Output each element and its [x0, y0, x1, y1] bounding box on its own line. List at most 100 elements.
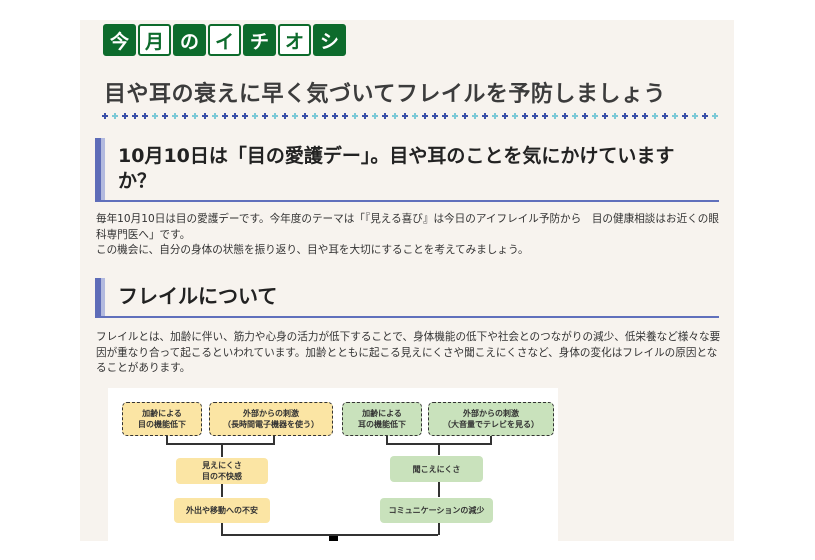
connector-line [490, 436, 492, 443]
plus-icon [162, 113, 168, 119]
plus-icon [522, 113, 528, 119]
plus-icon [702, 113, 708, 119]
plus-icon [292, 113, 298, 119]
plus-icon [612, 113, 618, 119]
plus-icon [322, 113, 328, 119]
frailty-flow-diagram: 加齢による 目の機能低下 外部からの刺激 （長時間電子機器を使う） 見えにくさ … [108, 388, 558, 541]
plus-icon [132, 113, 138, 119]
connector-line [221, 534, 438, 536]
plus-icon [332, 113, 338, 119]
plus-icon [462, 113, 468, 119]
article-page: 今 月 の イ チ オ シ 目や耳の衰えに早く気づいてフレイルを予防しましょう … [80, 20, 734, 541]
banner-char: 月 [138, 24, 171, 56]
plus-icon [572, 113, 578, 119]
ear-effect-communication-box: コミュニケーションの減少 [380, 498, 493, 523]
plus-icon [122, 113, 128, 119]
plus-icon [562, 113, 568, 119]
plus-icon [152, 113, 158, 119]
plus-icon [542, 113, 548, 119]
plus-icon [412, 113, 418, 119]
plus-icon [622, 113, 628, 119]
plus-icon [642, 113, 648, 119]
plus-icon [262, 113, 268, 119]
plus-icon [372, 113, 378, 119]
plus-icon [342, 113, 348, 119]
plus-icon [502, 113, 508, 119]
plus-icon [592, 113, 598, 119]
plus-icon [212, 113, 218, 119]
plus-icon [692, 113, 698, 119]
plus-icon [352, 113, 358, 119]
section-heading-eye-care-day: 10月10日は「目の愛護デー」。目や耳のことを気にかけていますか？ [95, 138, 719, 202]
plus-icon [422, 113, 428, 119]
page-title: 目や耳の衰えに早く気づいてフレイルを予防しましょう [104, 82, 666, 107]
ear-cause-external-box: 外部からの刺激 （大音量でテレビを見る） [428, 402, 554, 436]
plus-icon [312, 113, 318, 119]
plus-icon [482, 113, 488, 119]
section-heading-frailty: フレイルについて [95, 278, 719, 318]
plus-icon [172, 113, 178, 119]
plus-icon [662, 113, 668, 119]
connector-line [386, 436, 388, 443]
plus-icon [602, 113, 608, 119]
plus-icon [442, 113, 448, 119]
plus-icon [282, 113, 288, 119]
eye-cause-external-box: 外部からの刺激 （長時間電子機器を使う） [209, 402, 333, 436]
connector-line [166, 436, 168, 443]
plus-icon [142, 113, 148, 119]
decorative-divider [102, 113, 718, 119]
arrow-down-icon [221, 445, 223, 457]
ear-effect-difficulty-box: 聞こえにくさ [390, 456, 483, 482]
monthly-pick-banner: 今 月 の イ チ オ シ [103, 24, 346, 56]
banner-char: 今 [103, 24, 136, 56]
connector-line [166, 443, 275, 445]
banner-char: イ [208, 24, 241, 56]
plus-icon [712, 113, 718, 119]
plus-icon [272, 113, 278, 119]
connector-junction [329, 536, 338, 541]
plus-icon [112, 113, 118, 119]
ear-cause-aging-box: 加齢による 耳の機能低下 [342, 402, 422, 436]
plus-icon [582, 113, 588, 119]
plus-icon [222, 113, 228, 119]
plus-icon [402, 113, 408, 119]
plus-icon [202, 113, 208, 119]
eye-effect-difficulty-box: 見えにくさ 目の不快感 [176, 458, 268, 484]
plus-icon [252, 113, 258, 119]
plus-icon [232, 113, 238, 119]
banner-char: の [173, 24, 206, 56]
plus-icon [452, 113, 458, 119]
eye-effect-anxiety-box: 外出や移動への不安 [174, 498, 270, 523]
connector-line [221, 523, 223, 534]
banner-char: オ [278, 24, 311, 56]
plus-icon [392, 113, 398, 119]
eye-cause-aging-box: 加齢による 目の機能低下 [122, 402, 202, 436]
plus-icon [652, 113, 658, 119]
arrow-down-icon [221, 484, 223, 497]
plus-icon [632, 113, 638, 119]
section-body-frailty: フレイルとは、加齢に伴い、筋力や心身の活力が低下することで、身体機能の低下や社会… [96, 331, 721, 374]
plus-icon [682, 113, 688, 119]
plus-icon [302, 113, 308, 119]
plus-icon [192, 113, 198, 119]
plus-icon [102, 113, 108, 119]
plus-icon [472, 113, 478, 119]
plus-icon [532, 113, 538, 119]
arrow-down-icon [438, 445, 440, 455]
plus-icon [492, 113, 498, 119]
arrow-down-icon [438, 482, 440, 497]
plus-icon [242, 113, 248, 119]
plus-icon [512, 113, 518, 119]
connector-line [386, 443, 492, 445]
plus-icon [432, 113, 438, 119]
plus-icon [552, 113, 558, 119]
plus-icon [672, 113, 678, 119]
section-body-eye-care-day: 毎年10月10日は目の愛護デーです。今年度のテーマは「『見える喜び』は今日のアイ… [96, 213, 719, 256]
plus-icon [362, 113, 368, 119]
connector-line [438, 523, 440, 535]
banner-char: チ [243, 24, 276, 56]
connector-line [273, 436, 275, 443]
plus-icon [182, 113, 188, 119]
plus-icon [382, 113, 388, 119]
banner-char: シ [313, 24, 346, 56]
